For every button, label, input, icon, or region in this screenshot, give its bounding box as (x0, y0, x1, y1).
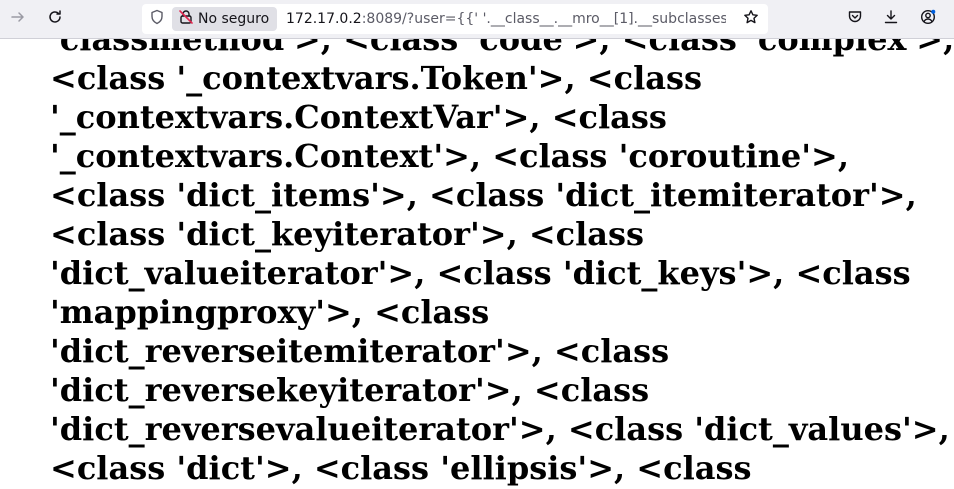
text-line: '_contextvars.Context'>, <class 'corouti… (50, 137, 849, 175)
pocket-icon (847, 9, 863, 29)
text-line: 'classmethod'>, <class 'code'>, <class '… (50, 39, 954, 58)
url-path: :8089/?user={{' '.__class__.__mro__[1]._… (361, 11, 726, 27)
text-line: <class 'dict_items'>, <class 'dict_itemi… (50, 176, 917, 214)
text-line: 'dict_valueiterator'>, <class 'dict_keys… (50, 254, 911, 292)
text-line: 'dict_reversevalueiterator'>, <class 'di… (50, 410, 950, 448)
text-line: <class 'dict_keyiterator'>, <class (50, 215, 645, 253)
insecure-lock-icon (178, 9, 194, 29)
shield-icon (149, 9, 165, 29)
security-label: No seguro (198, 11, 270, 27)
account-button[interactable] (916, 7, 940, 31)
bookmark-button[interactable] (740, 8, 762, 30)
text-line: '_contextvars.ContextVar'>, <class (50, 98, 667, 136)
reload-icon (47, 9, 63, 29)
arrow-right-icon (10, 9, 26, 29)
forward-button[interactable] (6, 7, 30, 31)
download-icon (883, 9, 899, 29)
browser-toolbar: No seguro 172.17.0.2:8089/?user={{' '.__… (0, 0, 954, 39)
url-host: 172.17.0.2 (286, 11, 362, 27)
url-bar[interactable]: No seguro 172.17.0.2:8089/?user={{' '.__… (142, 4, 768, 34)
star-icon (743, 9, 759, 29)
text-line: 'dict_reversekeyiterator'>, <class (50, 371, 650, 409)
text-line: <class '_contextvars.Token'>, <class (50, 59, 702, 97)
rendered-output: 'classmethod'>, <class 'code'>, <class '… (50, 39, 954, 488)
url-text[interactable]: 172.17.0.2:8089/?user={{' '.__class__.__… (286, 10, 726, 30)
pocket-button[interactable] (843, 7, 867, 31)
account-icon (920, 9, 936, 29)
tracking-protection-button[interactable] (146, 8, 168, 30)
downloads-button[interactable] (879, 7, 903, 31)
page-content: 'classmethod'>, <class 'code'>, <class '… (0, 39, 954, 489)
reload-button[interactable] (43, 7, 67, 31)
text-line: 'dict_reverseitemiterator'>, <class (50, 332, 670, 370)
site-security-badge[interactable]: No seguro (172, 7, 278, 31)
text-line: 'mappingproxy'>, <class (50, 293, 490, 331)
text-line: <class 'dict'>, <class 'ellipsis'>, <cla… (50, 449, 752, 487)
